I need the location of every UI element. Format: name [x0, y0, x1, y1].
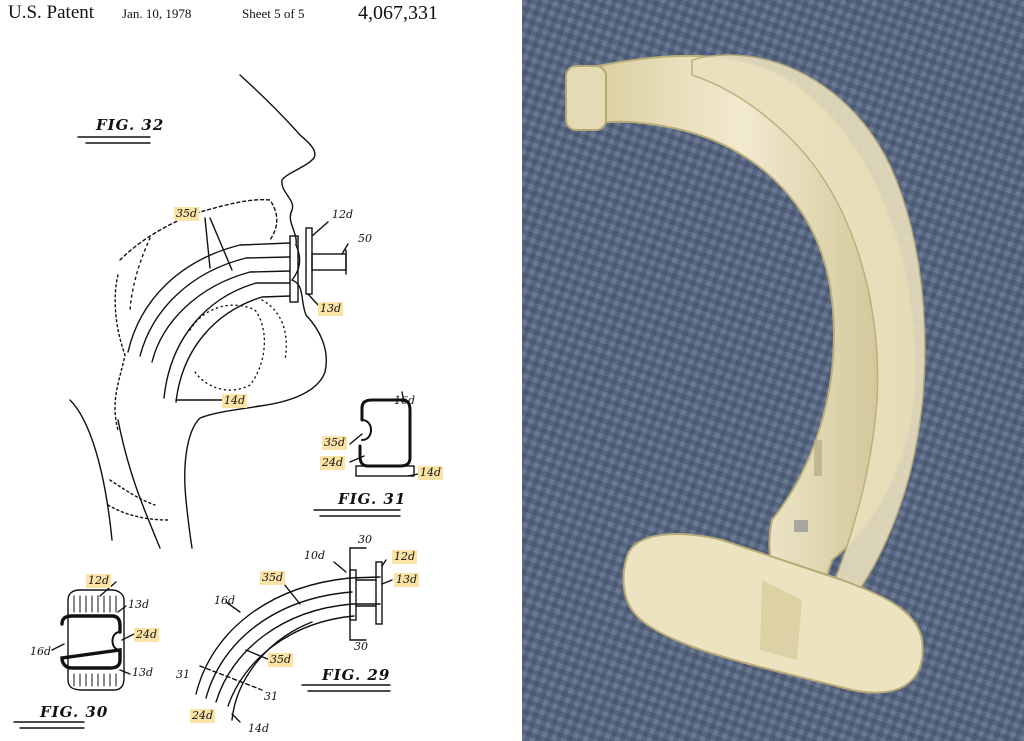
figure-30-caption: FIG. 30	[40, 703, 109, 721]
label-16d: 16d	[394, 394, 416, 407]
label-35d: 35d	[174, 207, 200, 221]
label-12d: 12d	[332, 208, 354, 221]
label-13d: 13d	[132, 666, 154, 679]
label-31: 31	[264, 690, 278, 703]
label-13d: 13d	[394, 573, 420, 587]
label-31: 31	[176, 668, 190, 681]
label-30: 30	[358, 533, 372, 546]
label-13d: 13d	[318, 302, 344, 316]
label-35d: 35d	[260, 571, 286, 585]
label-35d: 35d	[322, 436, 348, 450]
label-16d: 16d	[214, 594, 236, 607]
label-24d: 24d	[190, 709, 216, 723]
label-24d: 24d	[320, 456, 346, 470]
label-50: 50	[358, 232, 372, 245]
label-30: 30	[354, 640, 368, 653]
label-13d: 13d	[128, 598, 150, 611]
patent-line-drawing	[13, 74, 419, 729]
label-14d: 14d	[418, 466, 444, 480]
label-10d: 10d	[304, 549, 326, 562]
patent-date: Jan. 10, 1978	[122, 6, 192, 21]
airway-photo	[522, 0, 1024, 741]
patent-drawing-panel: U.S. Patent Jan. 10, 1978 Sheet 5 of 5 4…	[8, 2, 444, 735]
label-12d: 12d	[392, 550, 418, 564]
label-16d: 16d	[30, 645, 52, 658]
figure-29-caption: FIG. 29	[322, 666, 391, 684]
patent-title: U.S. Patent	[8, 2, 95, 23]
patent-sheet: Sheet 5 of 5	[242, 6, 305, 21]
figure-31-caption: FIG. 31	[338, 490, 407, 508]
label-24d: 24d	[134, 628, 160, 642]
figure-32-caption: FIG. 32	[96, 116, 165, 134]
oral-airway-device	[565, 54, 926, 694]
label-12d: 12d	[86, 574, 112, 588]
patent-number: 4,067,331	[358, 2, 438, 24]
label-14d: 14d	[222, 394, 248, 408]
label-35d: 35d	[268, 653, 294, 667]
airway-photo-panel	[522, 0, 1024, 741]
label-14d: 14d	[248, 722, 270, 735]
